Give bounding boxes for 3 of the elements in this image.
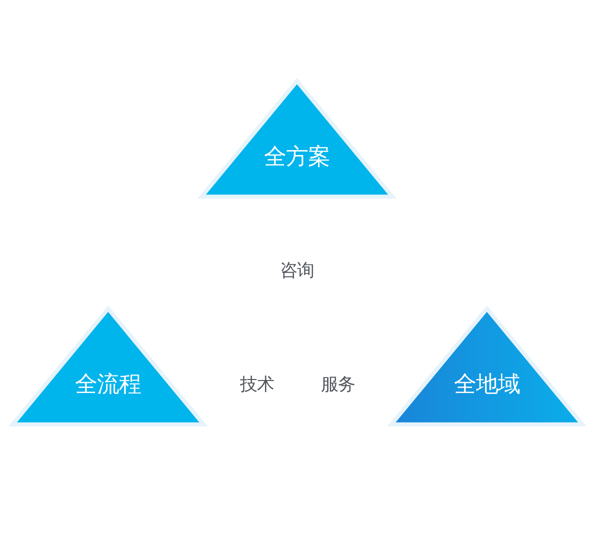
label: 技术 — [240, 374, 274, 395]
label: 服务 — [320, 374, 355, 395]
label: 咨询 — [280, 260, 314, 281]
